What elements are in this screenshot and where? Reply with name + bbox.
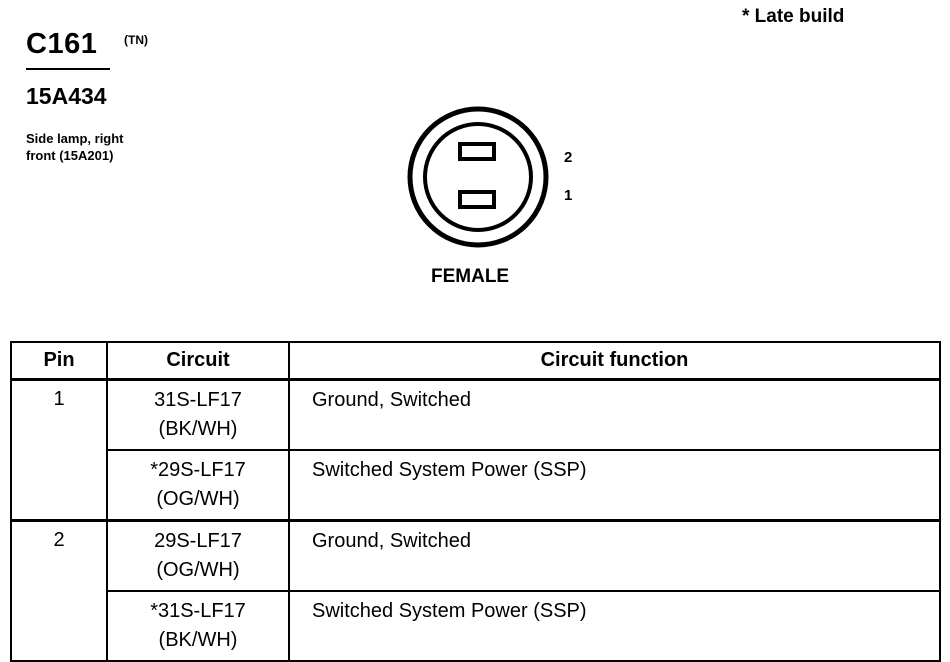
circuit-color: (OG/WH) xyxy=(156,488,240,510)
circuit-function-cell: Ground, Switched xyxy=(288,378,941,451)
circuit-function-cell: Switched System Power (SSP) xyxy=(288,590,941,662)
terminal-slot-2 xyxy=(458,142,496,161)
description-line-1: Side lamp, right xyxy=(26,131,124,146)
pin-table: Pin Circuit Circuit function 1 31S-LF17 … xyxy=(10,341,941,662)
title-underline xyxy=(26,68,110,70)
circuit-code: *29S-LF17 xyxy=(150,459,246,481)
connector-gender: FEMALE xyxy=(431,266,510,287)
circuit-color: (BK/WH) xyxy=(158,629,238,651)
circuit-function-cell: Ground, Switched xyxy=(288,519,941,592)
connector-id: C161 xyxy=(26,28,98,60)
circuit-color: (BK/WH) xyxy=(158,418,238,440)
connector-outer-ring xyxy=(407,106,549,248)
circuit-cell: 31S-LF17 (BK/WH) xyxy=(106,378,290,451)
header-circuit: Circuit xyxy=(106,341,290,381)
circuit-cell: *31S-LF17 (BK/WH) xyxy=(106,590,290,662)
pin-label-2: 2 xyxy=(564,149,572,166)
table-row: *29S-LF17 (OG/WH) Switched System Power … xyxy=(11,449,941,522)
pin-cell: 1 xyxy=(10,378,108,522)
component-description: Side lamp, right front (15A201) xyxy=(26,130,124,164)
late-build-note: * Late build xyxy=(742,6,845,27)
description-line-2: front (15A201) xyxy=(26,148,114,163)
table-row: 1 31S-LF17 (BK/WH) Ground, Switched xyxy=(10,378,941,522)
circuit-color: (OG/WH) xyxy=(156,559,240,581)
terminal-slot-1 xyxy=(458,190,496,209)
header-circuit-function: Circuit function xyxy=(288,341,941,381)
pin-cell: 2 xyxy=(10,519,108,662)
circuit-code: *31S-LF17 xyxy=(150,600,246,622)
circuit-code: 31S-LF17 xyxy=(154,389,242,411)
circuit-cell: 29S-LF17 (OG/WH) xyxy=(106,519,290,592)
table-header-row: Pin Circuit Circuit function xyxy=(10,341,941,381)
circuit-cell: *29S-LF17 (OG/WH) xyxy=(106,449,290,522)
circuit-function-cell: Switched System Power (SSP) xyxy=(288,449,941,522)
connector-inner-ring xyxy=(423,122,533,232)
circuit-code: 29S-LF17 xyxy=(154,530,242,552)
table-row: 2 29S-LF17 (OG/WH) Ground, Switched xyxy=(10,519,941,662)
connector-suffix: (TN) xyxy=(124,33,148,47)
header-pin: Pin xyxy=(10,341,108,381)
table-row: *31S-LF17 (BK/WH) Switched System Power … xyxy=(11,590,941,662)
connector-face-diagram: 2 1 xyxy=(407,106,572,248)
part-number: 15A434 xyxy=(26,83,107,109)
pin-label-1: 1 xyxy=(564,187,572,204)
